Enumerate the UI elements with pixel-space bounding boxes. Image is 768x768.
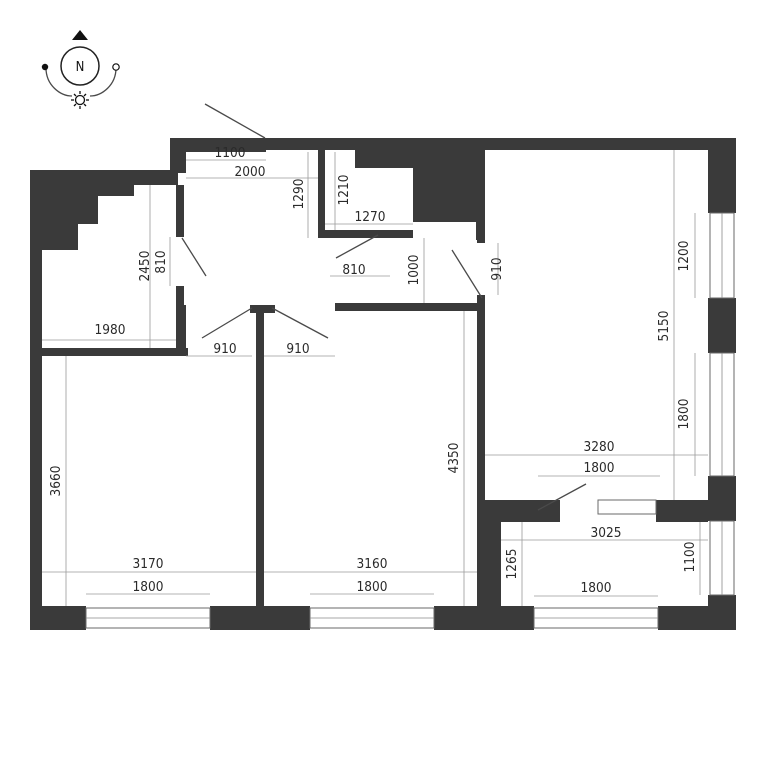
dim-wc-door: 810 xyxy=(342,262,365,278)
wall-shaft xyxy=(355,150,484,240)
dim-kitchen-window-lower: 1800 xyxy=(676,399,692,430)
dim-bedroom1-depth: 3660 xyxy=(48,466,64,497)
sun-icon xyxy=(71,91,89,109)
dimension-lines xyxy=(42,150,708,606)
wall-bath-wc xyxy=(318,150,325,238)
dim-kitchen-width: 3280 xyxy=(584,439,615,455)
wall-top xyxy=(266,138,736,150)
wall-top-left xyxy=(186,138,266,152)
dim-kitchen-door: 910 xyxy=(489,257,505,280)
bedroom1-door xyxy=(201,307,253,339)
balcony-door xyxy=(537,483,587,511)
window-balcony-inner xyxy=(597,499,657,515)
wall-stair-block xyxy=(30,170,134,250)
sunrise-dot xyxy=(41,63,49,71)
compass: N xyxy=(41,30,120,109)
dim-small-room-door: 810 xyxy=(153,250,169,273)
dim-balcony-width: 3025 xyxy=(591,525,622,541)
wall-balcony-top-right xyxy=(656,500,708,522)
dim-small-room-depth: 2450 xyxy=(137,251,153,282)
wall-bedroom2-top xyxy=(335,303,483,311)
walls xyxy=(30,138,736,630)
dim-balcony-window: 1800 xyxy=(581,580,612,596)
entry-door xyxy=(204,103,266,139)
wall-bedroom1-bedroom2 xyxy=(256,305,264,630)
dim-wc-width: 1270 xyxy=(355,209,386,225)
wall-small-room-bottom xyxy=(42,348,188,356)
dim-bedroom1-window: 1800 xyxy=(133,579,164,595)
bedroom2-door xyxy=(271,307,329,339)
dimension-labels: 1100 2000 1290 1210 1270 810 2450 1980 8… xyxy=(48,145,698,596)
north-label: N xyxy=(76,60,85,75)
dim-kitchen-window-upper: 1200 xyxy=(676,241,692,272)
wc-door xyxy=(335,234,379,259)
wall-wc-bottom xyxy=(318,230,413,238)
dim-bath-depth: 1290 xyxy=(291,179,307,210)
wall-bottom-3 xyxy=(434,606,534,630)
windows xyxy=(85,212,735,629)
sun-path-right xyxy=(89,67,117,97)
wall-right-3 xyxy=(708,476,736,521)
sun-path-left xyxy=(45,67,73,97)
wall-bottom-2 xyxy=(210,606,310,630)
dim-kitchen-balcony-door: 1800 xyxy=(584,460,615,476)
wall-right-1 xyxy=(708,138,736,213)
dim-hall-depth: 1000 xyxy=(406,255,422,286)
kitchen-door xyxy=(451,249,483,299)
wall-kitchen-left xyxy=(477,295,485,630)
dim-bedroom2-window: 1800 xyxy=(357,579,388,595)
dim-bedroom2-door: 910 xyxy=(286,341,309,357)
dim-bedroom1-width: 3170 xyxy=(133,556,164,572)
wall-entry-left xyxy=(170,138,186,173)
dim-bedroom1-door: 910 xyxy=(213,341,236,357)
dim-kitchen-depth: 5150 xyxy=(656,311,672,342)
dim-corridor-door-width: 1100 xyxy=(215,145,246,161)
wall-bedroom1-door-left xyxy=(176,305,186,353)
dim-wc-depth: 1210 xyxy=(336,175,352,206)
wall-kitchen-left-top xyxy=(477,150,485,243)
small-room-door xyxy=(181,237,207,277)
wall-balcony-left xyxy=(485,520,501,630)
wall-bottom-1 xyxy=(30,606,86,630)
dim-corridor-width: 2000 xyxy=(235,164,266,180)
wall-small-room-right-top xyxy=(176,185,184,237)
wall-bottom-4 xyxy=(658,606,736,630)
dim-small-room-width: 1980 xyxy=(95,322,126,338)
north-arrow-icon xyxy=(72,30,88,40)
dim-bedroom2-width: 3160 xyxy=(357,556,388,572)
wall-balcony-top-left xyxy=(485,500,560,522)
wall-right-2 xyxy=(708,298,736,353)
dim-balcony-window-side: 1100 xyxy=(682,542,698,573)
dim-bedroom2-depth: 4350 xyxy=(446,443,462,474)
doors xyxy=(181,103,587,511)
sunset-dot xyxy=(112,63,120,71)
compass-ring xyxy=(60,46,100,86)
wall-left xyxy=(30,170,42,630)
dim-balcony-depth: 1265 xyxy=(504,549,520,580)
